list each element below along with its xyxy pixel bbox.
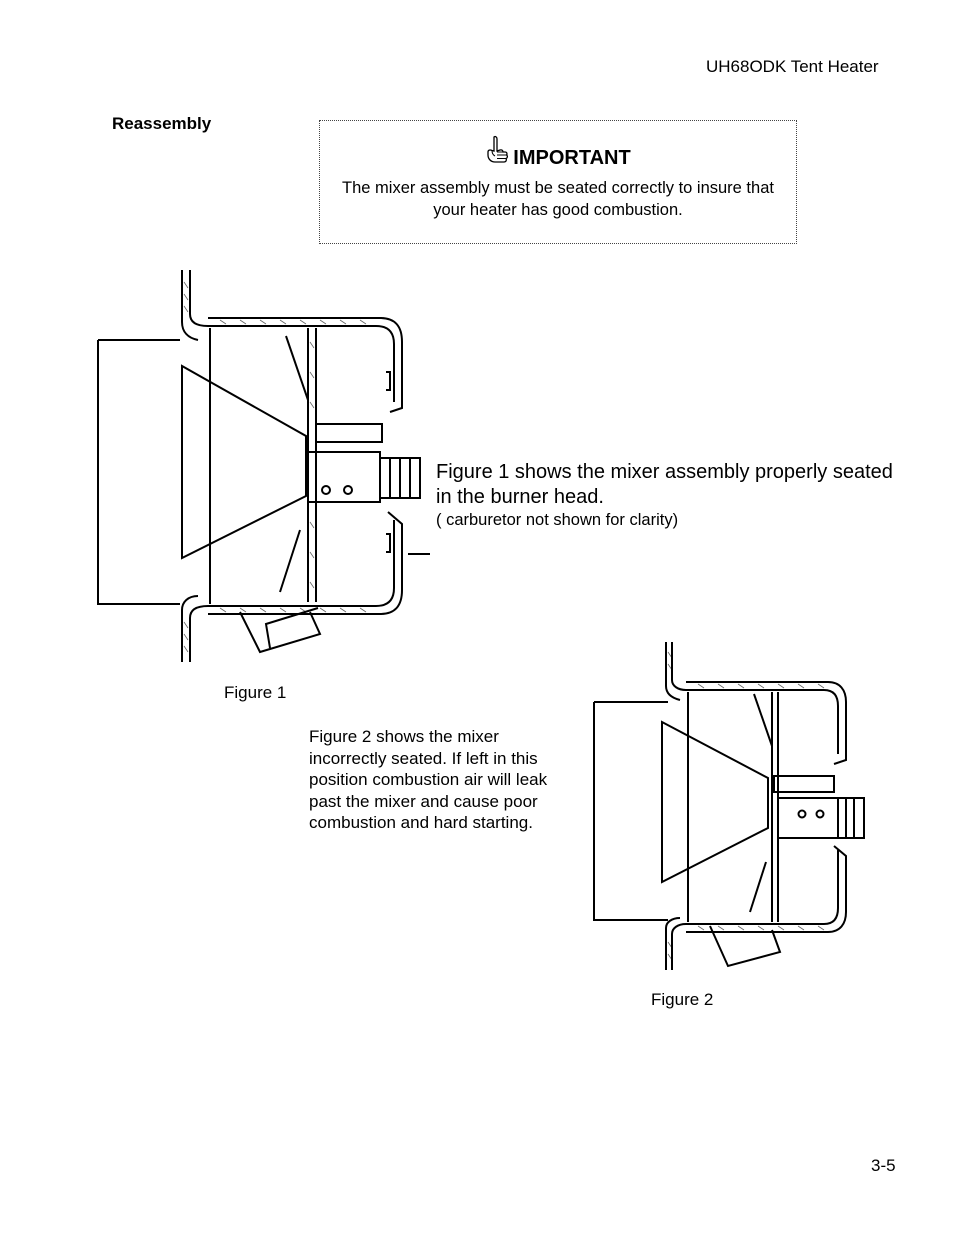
figure-2-caption: Figure 2	[651, 990, 714, 1009]
figure-2-burner-head-drawing	[593, 642, 865, 970]
notice-title: IMPORTANT	[513, 147, 631, 169]
notice-header: IMPORTANT	[320, 135, 796, 169]
figure-1-note: ( carburetor not shown for clarity)	[436, 511, 679, 529]
figure-1-burner-head-drawing	[97, 270, 430, 662]
figure-1-description: Figure 1 shows the mixer assembly proper…	[436, 461, 893, 508]
figure-2-description: Figure 2 shows the mixer incorrectly sea…	[309, 727, 548, 832]
document-header-title: UH68ODK Tent Heater	[706, 57, 879, 76]
page-number: 3-5	[871, 1156, 896, 1175]
pointing-hand-icon	[487, 135, 509, 163]
section-heading: Reassembly	[112, 114, 212, 133]
notice-text: The mixer assembly must be seated correc…	[342, 179, 774, 219]
important-notice-box: IMPORTANT The mixer assembly must be sea…	[319, 120, 797, 244]
figure-1-caption: Figure 1	[224, 683, 287, 702]
